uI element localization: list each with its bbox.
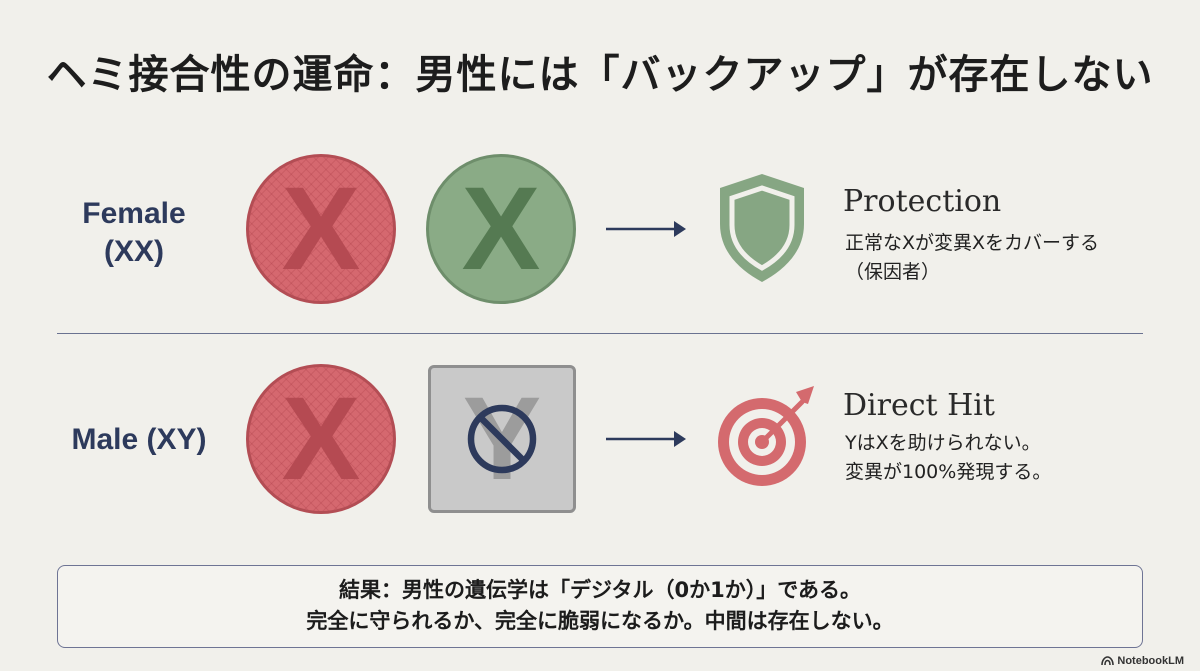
y-chromosome: Y: [428, 365, 576, 513]
mutant-x-chromosome-male: X: [246, 364, 396, 514]
result-box: 結果：男性の遺伝学は「デジタル（0か1か）」である。 完全に守られるか、完全に脆…: [57, 565, 1143, 648]
result-line1: 結果：男性の遺伝学は「デジタル（0か1か）」である。: [338, 578, 862, 602]
target-icon: [718, 386, 814, 486]
female-label-genotype: (XX): [104, 235, 164, 268]
male-label: Male (XY): [71, 423, 207, 456]
notebooklm-brand-text: NotebookLM: [1117, 655, 1184, 667]
protection-description-line2: （保因者）: [845, 261, 941, 283]
direct-hit-description-line1: YはXを助けられない。: [845, 432, 1041, 454]
shield-icon: [720, 174, 804, 282]
direct-hit-title: Direct Hit: [843, 388, 995, 423]
normal-x-letter: X: [461, 163, 541, 295]
arrow-right-icon: [606, 431, 686, 447]
row-divider: [57, 333, 1143, 334]
mutant-x-letter: X: [281, 163, 361, 295]
page-title: ヘミ接合性の運命：男性には「バックアップ」が存在しない: [46, 52, 1154, 98]
prohibited-icon: [467, 404, 537, 474]
notebooklm-watermark: NotebookLM: [1101, 655, 1184, 667]
notebooklm-logo-icon: [1101, 656, 1115, 666]
result-line2: 完全に守られるか、完全に脆弱になるか。中間は存在しない。: [306, 609, 894, 633]
protection-description-line1: 正常なXが変異Xをカバーする: [845, 232, 1100, 254]
female-label-sex: Female: [82, 197, 186, 230]
arrow-right-icon: [606, 221, 686, 237]
mutant-x-chromosome: X: [246, 154, 396, 304]
mutant-x-letter-male: X: [281, 373, 361, 505]
direct-hit-description: YはXを助けられない。 変異が100%発現する。: [845, 429, 1051, 487]
female-label: Female (XX): [49, 195, 219, 271]
normal-x-chromosome: X: [426, 154, 576, 304]
protection-description: 正常なXが変異Xをカバーする （保因者）: [845, 229, 1099, 287]
protection-title: Protection: [843, 184, 1002, 219]
direct-hit-description-line2: 変異が100%発現する。: [845, 461, 1052, 483]
